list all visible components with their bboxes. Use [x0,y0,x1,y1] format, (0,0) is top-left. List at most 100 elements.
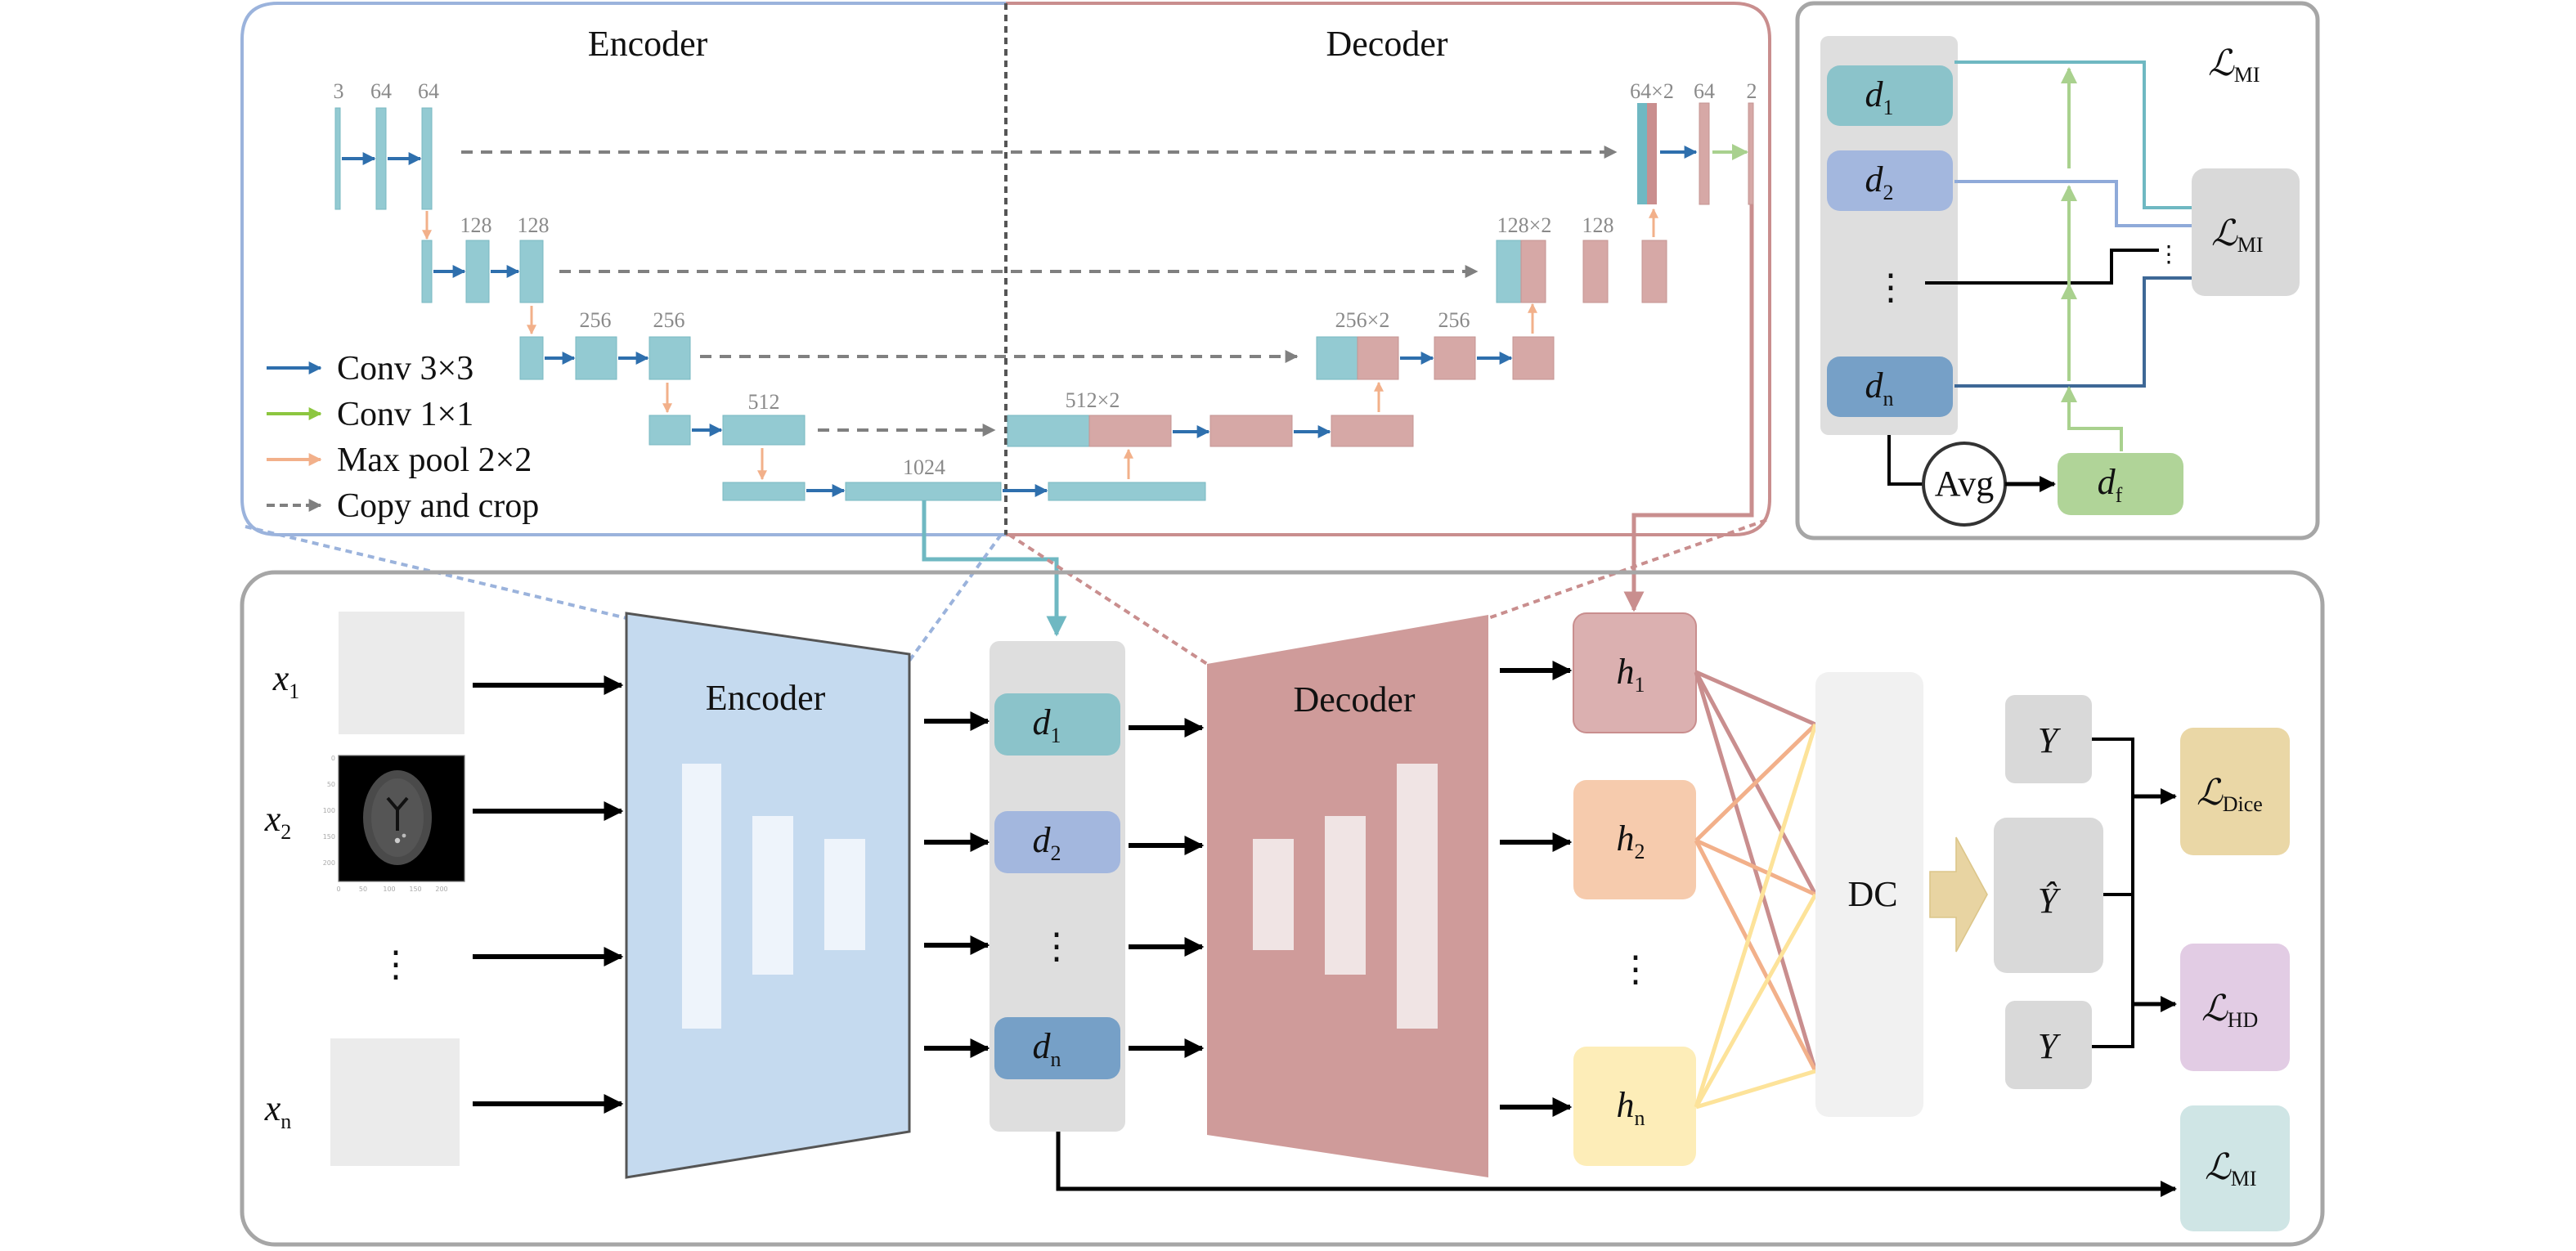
svg-text:0: 0 [336,886,340,893]
mi-feature-d2: d2 [1827,150,1953,211]
svg-text:DC: DC [1847,874,1897,914]
dim-label: 512×2 [1066,388,1120,412]
dim-label: 64 [370,79,392,103]
svg-text:d1: d1 [1033,702,1061,747]
svg-text:150: 150 [409,886,421,893]
svg-text:100: 100 [323,807,335,814]
svg-text:d2: d2 [1865,159,1894,204]
target-y-bottom: Y [2005,1001,2092,1089]
decoder-block: Decoder [1207,615,1488,1177]
zoom-guide [1008,533,1209,666]
input-x2: x2 0 50 100 150 200 0 50 100 [264,755,465,893]
feature-map [1699,102,1710,205]
feature-map [1637,103,1647,204]
feature-map [1748,102,1754,205]
feature-map [1647,103,1657,204]
input-image-placeholder [330,1038,460,1166]
dim-label: 256 [580,308,612,332]
head-h2: h2 [1573,780,1696,899]
feature-map [1520,240,1546,303]
svg-text:d1: d1 [1865,74,1894,119]
decoder-level-3: 256×2 256 [1316,303,1555,380]
head-hn: hn [1573,1047,1696,1166]
svg-text:Encoder: Encoder [706,678,826,718]
head-to-dc-connections [1694,670,1818,1110]
mi-feature-column [1820,36,1958,435]
feature-map [722,415,806,446]
avg-node: Avg [1922,442,2007,527]
head-ellipsis: ⋮ [1618,949,1654,989]
svg-text:h1: h1 [1617,652,1645,697]
legend-item-conv1: Conv 1×1 [267,396,473,433]
prediction-y-hat: Ŷ [1994,818,2103,973]
head-h1: h1 [1573,612,1697,733]
encoder-level-3: 256 256 [519,308,1299,414]
feature-map [1316,336,1358,380]
feature-map [334,107,341,210]
unet-encoder-title: Encoder [588,24,708,64]
feature-map [421,240,433,303]
avg-input-line [1887,435,1923,486]
feature-map [575,336,617,380]
svg-text:h2: h2 [1617,818,1645,863]
bottleneck-connector [922,500,1067,637]
encoder-level-1: 3 64 64 [334,79,1618,240]
green-arrow [2061,386,2123,451]
svg-text:dn: dn [1033,1026,1061,1071]
mri-thumbnail: 0 50 100 150 200 0 50 100 150 200 [323,755,465,893]
feature-map [1357,336,1399,380]
legend-item-copy-crop: Copy and crop [267,487,539,525]
dim-label: 256 [1438,308,1470,332]
feature-map [465,240,490,303]
dim-label: 256 [653,308,685,332]
svg-text:dn: dn [1865,365,1894,410]
target-y-top: Y [2005,695,2092,783]
legend-item-conv3: Conv 3×3 [267,350,473,388]
mi-loss-box: ℒMI [2192,168,2300,296]
svg-text:x2: x2 [264,799,292,844]
legend-label: Copy and crop [337,487,539,525]
mi-panel-title: ℒMI [2208,43,2260,87]
encoder-block: Encoder [625,612,911,1179]
mi-line-ellipsis [1925,249,2159,285]
mi-line-dn [1954,276,2192,388]
feature-ellipsis: ⋮ [1039,926,1075,966]
dim-label: 2 [1747,79,1757,103]
pipeline-panel: x1 x2 0 50 100 150 200 0 [240,570,2325,1247]
mi-feature-d1: d1 [1827,65,1953,126]
decoder-output-connector [1623,204,1754,612]
svg-text:d2: d2 [1033,820,1061,865]
unet-decoder-title: Decoder [1326,24,1447,64]
encoder-level-2: 128 128 [421,213,1479,335]
zoom-guide [1488,518,1767,620]
svg-text:Decoder: Decoder [1293,679,1415,720]
svg-text:50: 50 [327,781,335,788]
mri-y-ticks: 0 50 100 150 200 [323,755,335,867]
input-xn: xn [264,1038,460,1166]
svg-text:hn: hn [1617,1085,1645,1130]
svg-text:ℒHD: ℒHD [2201,989,2258,1032]
unet-encoder-border [240,2,1006,536]
mi-feature-dn: dn [1827,356,1953,417]
feature-map [1007,415,1090,447]
dc-output-arrow [1929,836,1988,953]
legend: Conv 3×3 Conv 1×1 Max pool 2×2 Copy and … [267,350,539,525]
legend-label: Max pool 2×2 [337,442,532,479]
loss-hd: ℒHD [2180,944,2290,1071]
feature-map [1088,415,1172,447]
feature-map [1496,240,1522,303]
dim-label: 128 [460,213,492,237]
svg-text:200: 200 [323,859,335,867]
svg-text:xn: xn [264,1088,292,1133]
feature-map [1582,240,1609,303]
decoder-level-2: 128×2 128 [1496,208,1667,303]
decoder-level-1: 64×2 64 2 [1630,79,1757,205]
encoder-level-5: 1024 [722,455,1206,501]
encoder-level-4: 512 [648,390,996,481]
feature-d1: d1 [994,693,1120,756]
dim-label: 64×2 [1630,79,1674,103]
input-image-placeholder [339,612,464,734]
svg-text:Y: Y [2038,1026,2062,1066]
dim-label: 128 [518,213,550,237]
svg-text:200: 200 [435,886,447,893]
